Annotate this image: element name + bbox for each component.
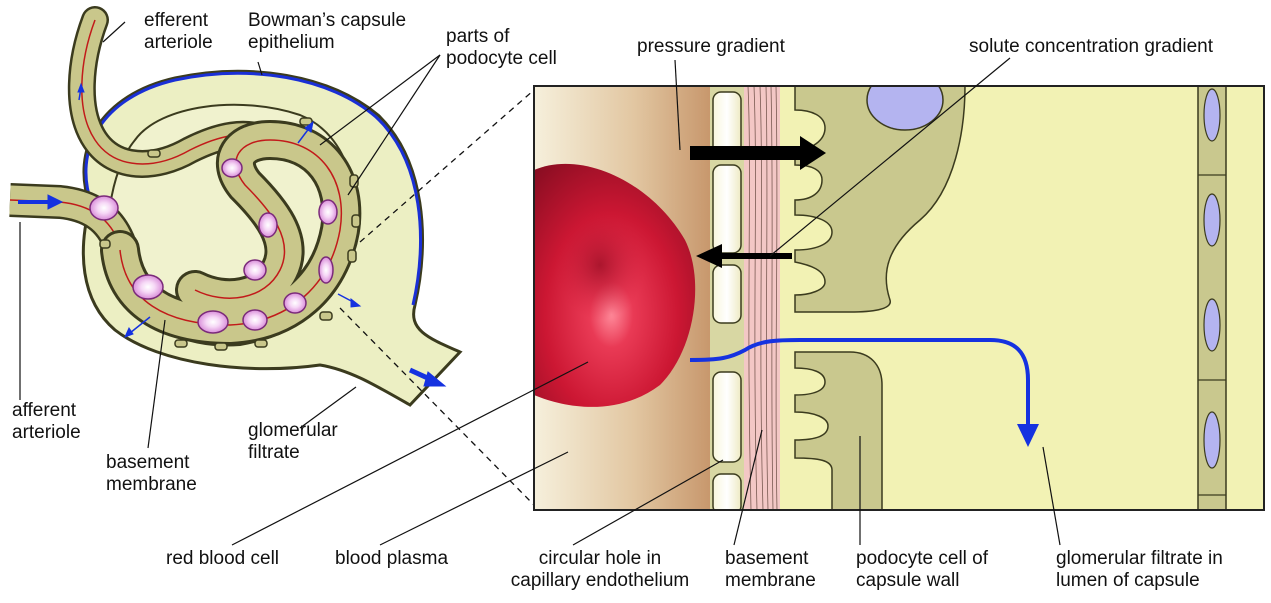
label-red-blood-cell: red blood cell [166, 548, 279, 570]
label-pressure-gradient: pressure gradient [637, 36, 785, 58]
magnified-filtration-panel [534, 70, 1264, 514]
glomerulus-illustration [10, 20, 460, 405]
podocyte-nucleus [867, 70, 943, 130]
label-solute-concentration-gradient: solute concentration gradient [969, 36, 1213, 58]
label-blood-plasma: blood plasma [335, 548, 448, 570]
